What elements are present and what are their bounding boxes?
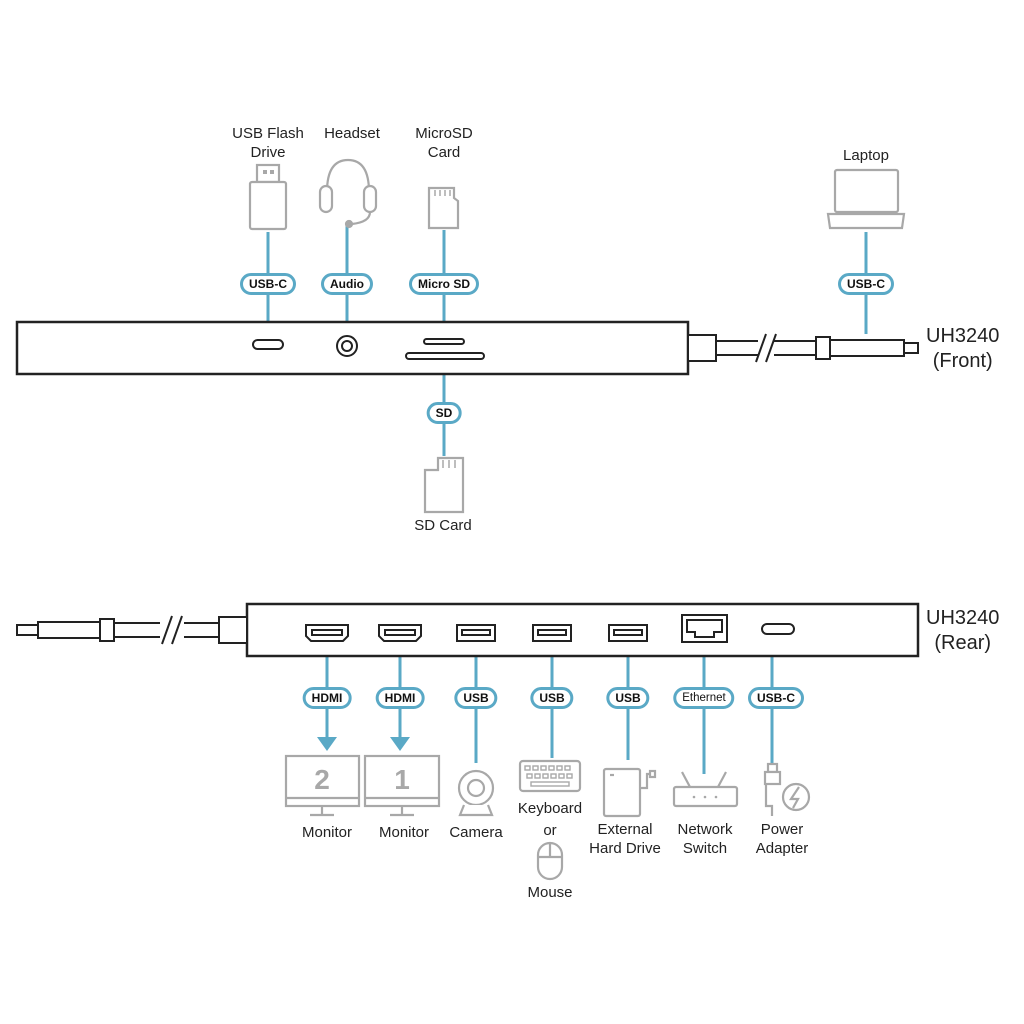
front-model-name: UH3240 <box>926 325 1000 347</box>
rear-model-name: UH3240 <box>926 607 1000 629</box>
rear-model-side: (Rear) <box>934 632 992 654</box>
sd-slot <box>405 352 485 360</box>
power-adapter-icon <box>763 762 811 816</box>
rear-hub-body <box>245 602 920 658</box>
camera-icon <box>457 769 495 817</box>
audio-port-badge: Audio <box>321 273 373 295</box>
sd-card-icon <box>423 456 465 514</box>
usb-camera-port-badge: USB <box>454 687 498 709</box>
micro-sd-slot <box>423 338 465 345</box>
monitor-1-label: Monitor <box>378 824 430 841</box>
mouse-label: Mouse <box>527 884 573 901</box>
microsd-card-label-line1: MicroSD <box>415 125 473 142</box>
hdmi-2-port-badge: HDMI <box>302 687 352 709</box>
power-adapter-label: Power Adapter <box>756 820 809 858</box>
network-switch-label-line1: Network <box>677 821 733 838</box>
monitor-1-icon <box>363 754 441 817</box>
front-usb-c-port <box>252 339 284 350</box>
rear-ports <box>305 614 795 643</box>
hdmi-2-arrow-icon <box>317 737 337 751</box>
front-model-label: UH3240 (Front) <box>926 324 999 374</box>
sd-card-label: SD Card <box>414 517 472 534</box>
external-hard-drive-label-line2: Hard Drive <box>589 840 661 857</box>
headset-icon <box>318 158 378 229</box>
headset-label: Headset <box>324 125 380 142</box>
monitor-2-icon <box>284 754 361 817</box>
usb-flash-drive-label: USB Flash Drive <box>232 124 304 162</box>
front-model-side: (Front) <box>932 350 993 372</box>
power-adapter-label-line2: Adapter <box>755 840 809 857</box>
rear-cable <box>16 612 248 648</box>
ethernet-port-badge: Ethernet <box>673 687 735 709</box>
microsd-card-label-line2: Card <box>427 144 461 161</box>
rear-usb-c-port <box>761 623 795 635</box>
network-switch-icon <box>672 771 739 808</box>
hdmi-1-port-badge: HDMI <box>375 687 425 709</box>
monitor-1-number: 1 <box>394 764 410 795</box>
front-cable <box>687 330 919 366</box>
mouse-icon <box>536 841 564 881</box>
keyboard-icon <box>518 759 582 793</box>
microsd-card-icon <box>427 186 460 230</box>
network-switch-label-line2: Switch <box>682 840 728 857</box>
external-hard-drive-label: External Hard Drive <box>589 820 661 858</box>
sd-port-badge: SD <box>426 402 462 424</box>
usb-keyboard-port-badge: USB <box>530 687 574 709</box>
front-device-icons <box>248 158 906 514</box>
micro-sd-port-badge: Micro SD <box>408 273 480 295</box>
or-label: or <box>543 822 557 839</box>
microsd-card-label: MicroSD Card <box>415 124 473 162</box>
rear-model-label: UH3240 (Rear) <box>926 606 999 656</box>
usb-c-power-port-badge: USB-C <box>748 687 804 709</box>
usb-flash-drive-label-line2: Drive <box>250 144 286 161</box>
usb-drive-port-badge: USB <box>606 687 650 709</box>
camera-label: Camera <box>449 824 503 841</box>
laptop-label: Laptop <box>843 147 889 164</box>
external-hard-drive-icon <box>602 767 657 818</box>
usb-flash-drive-icon <box>248 163 288 231</box>
external-hard-drive-label-line1: External <box>597 821 653 838</box>
laptop-usb-c-badge: USB-C <box>838 273 894 295</box>
laptop-icon <box>826 168 906 230</box>
network-switch-label: Network Switch <box>677 820 732 858</box>
power-adapter-label-line1: Power <box>760 821 804 838</box>
monitor-2-number: 2 <box>314 764 330 795</box>
monitor-2-label: Monitor <box>301 824 353 841</box>
usb-c-port-badge: USB-C <box>240 273 296 295</box>
rear-device-icons <box>284 754 811 881</box>
keyboard-label: Keyboard <box>517 800 583 817</box>
usb-flash-drive-label-line1: USB Flash <box>232 125 304 142</box>
hdmi-1-arrow-icon <box>390 737 410 751</box>
